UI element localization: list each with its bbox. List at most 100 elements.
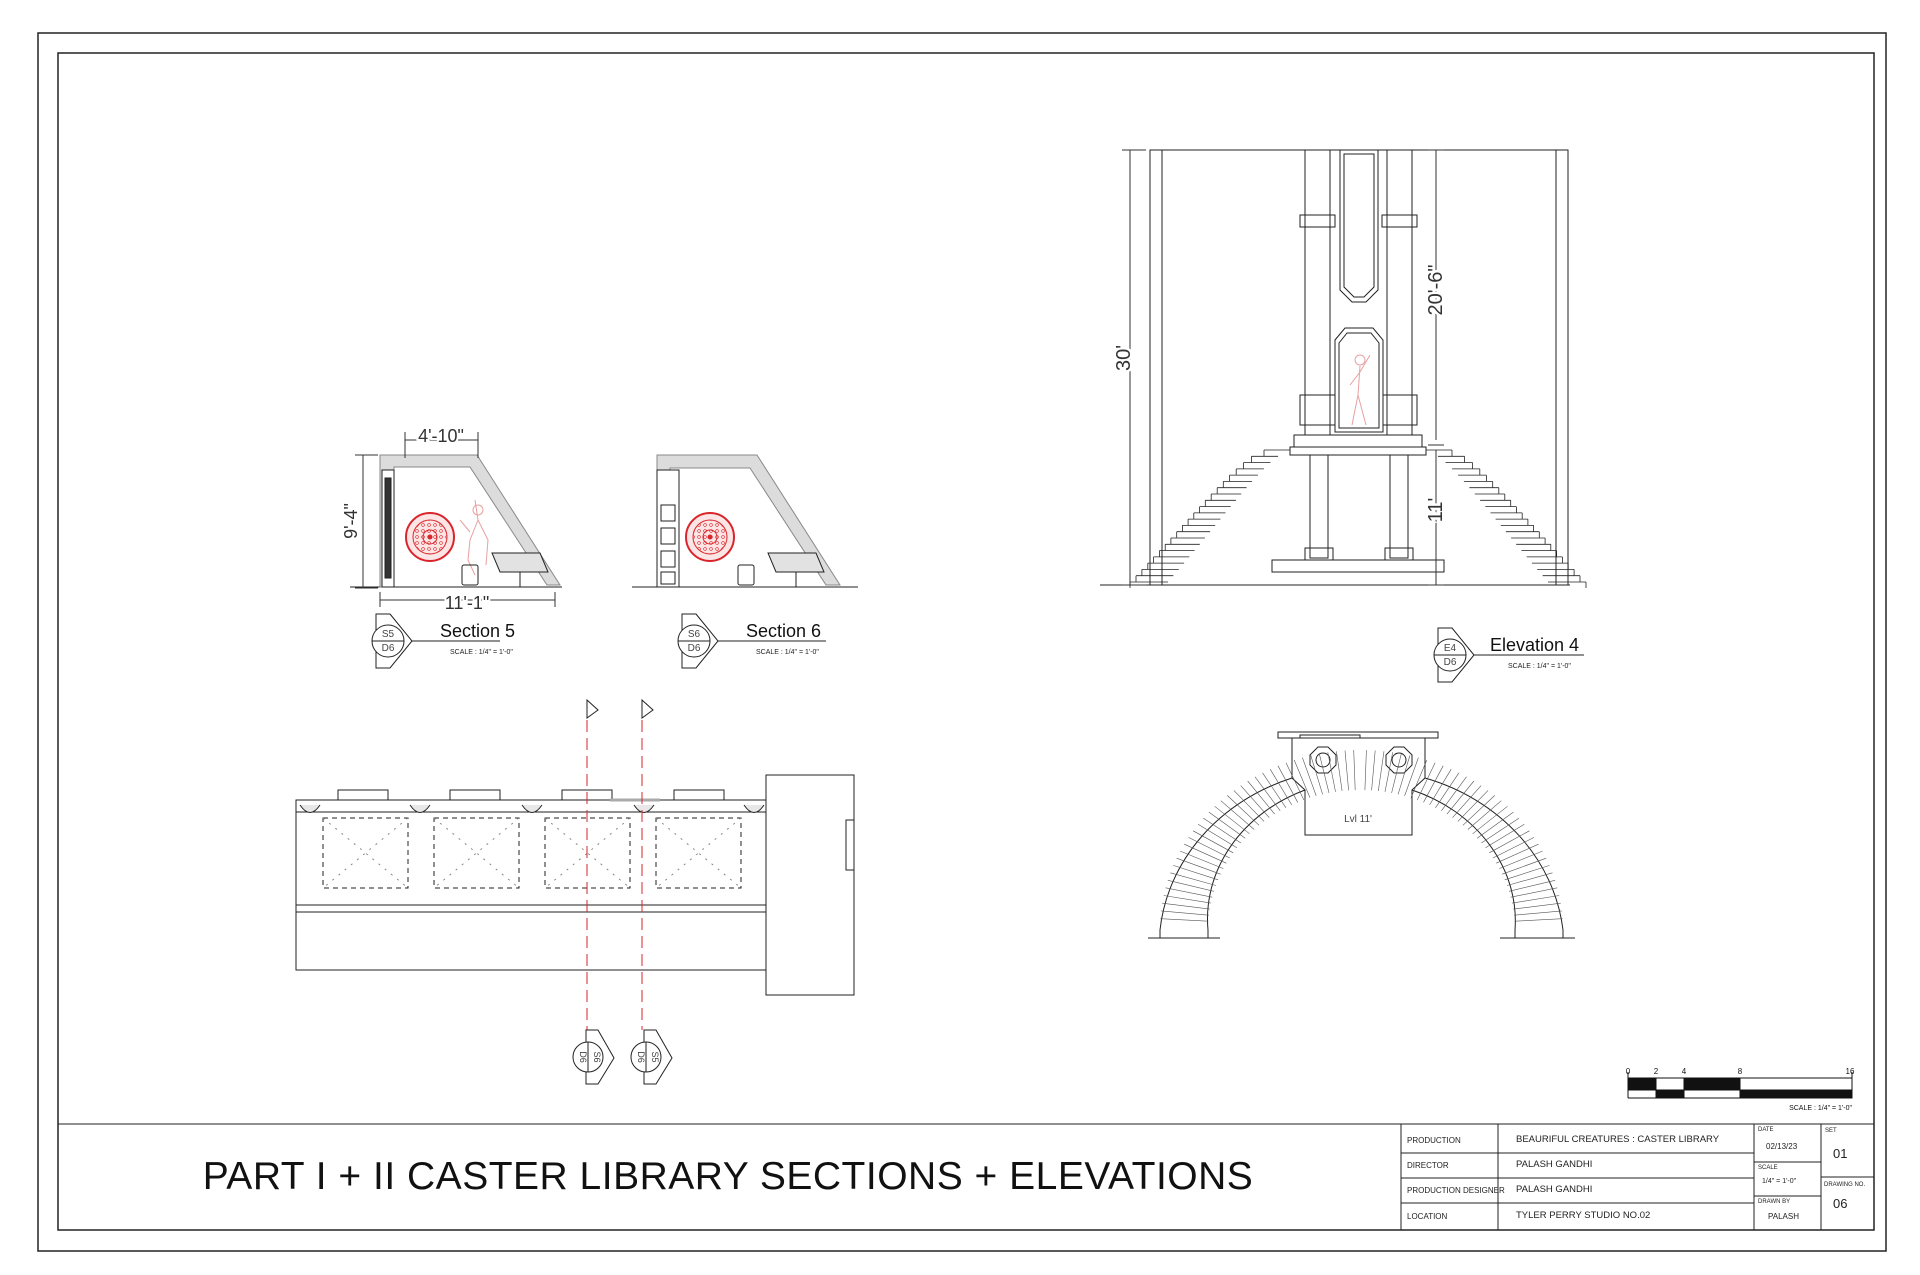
inner-border [57, 52, 1875, 1231]
plan-tread [1184, 843, 1227, 864]
elevation-4-dim-upper: 20'-6" [1425, 265, 1447, 316]
plan-tread [1364, 750, 1367, 791]
plan-tread [1404, 757, 1419, 797]
scale-tick-16: 16 [1846, 1067, 1855, 1076]
plan-tread [1310, 755, 1323, 795]
section-6-drawing [632, 454, 858, 588]
plan-tread [1384, 752, 1393, 792]
plan-tread [1378, 751, 1385, 792]
plan-tread [1247, 780, 1275, 815]
plan-tread [1344, 750, 1349, 791]
elevation-4-dim-lower: 11' [1425, 498, 1447, 523]
plan-tread [1167, 880, 1214, 892]
elevation-4-title: Elevation 4 [1490, 635, 1579, 655]
plan-tread [1277, 765, 1298, 803]
plan-tread [1467, 800, 1502, 830]
elevation-4-tag [1433, 627, 1584, 683]
elevation-left-stair [1129, 449, 1290, 588]
plan-tread [1220, 800, 1255, 830]
plan-tread [1489, 830, 1530, 854]
section-5-dim-left: 9'-4" [341, 503, 361, 539]
plan-tread [1336, 751, 1343, 792]
scale-tick-4: 4 [1682, 1067, 1687, 1076]
location-value: TYLER PERRY STUDIO NO.02 [1516, 1210, 1651, 1221]
plan-marker-a-top: S6 [592, 1051, 602, 1062]
plan-tread [1481, 817, 1520, 844]
plan-tread [1160, 918, 1209, 922]
section-5-tag-top: S5 [382, 629, 395, 640]
plan-tread [1226, 795, 1260, 826]
elevation-4-scale: SCALE : 1/4" = 1'-0" [1508, 663, 1571, 670]
director-label: DIRECTOR [1407, 1161, 1449, 1170]
plan-tread [1508, 880, 1556, 892]
plan-tread [1496, 843, 1539, 864]
floor-plan-drawing [295, 774, 855, 996]
plan-tread [1457, 790, 1489, 822]
elevation-4-dim-height: 30' [1113, 345, 1135, 371]
plan-tread [1197, 824, 1238, 849]
plan-tread [1441, 776, 1467, 811]
plan-tread [1391, 753, 1402, 793]
section-6-tag-top: S6 [688, 629, 701, 640]
scale-tick-0: 0 [1626, 1067, 1631, 1076]
drawing-no-label: DRAWING NO. [1824, 1182, 1866, 1188]
scale-bar-caption: SCALE : 1/4" = 1'-0" [1789, 1105, 1852, 1112]
plan-tread [1499, 850, 1543, 869]
set-label: SET [1825, 1128, 1837, 1134]
production-value: BEAURIFUL CREATURES : CASTER LIBRARY [1516, 1134, 1720, 1145]
plan-marker-a-bottom: D6 [578, 1051, 588, 1063]
section-5-dim-top: 4'-10" [418, 426, 464, 446]
section-markers-bottom [572, 1029, 673, 1085]
elevation-4-tag-top: E4 [1444, 643, 1457, 654]
drawn-by-label: DRAWN BY [1758, 1199, 1791, 1205]
plan-tread [1233, 790, 1265, 822]
plan-tread [1165, 887, 1213, 898]
section-5-tag-bottom: D6 [382, 643, 395, 654]
section-6-title: Section 6 [746, 621, 821, 641]
section-cut-lines [586, 720, 643, 1030]
section-5-dim-bottom: 11'-1" [445, 593, 490, 613]
plan-tread [1446, 780, 1475, 815]
plan-tread [1435, 772, 1460, 808]
stair-plan-drawing [1148, 731, 1575, 939]
drawn-by-value: PALASH [1768, 1212, 1799, 1221]
plan-tread [1410, 759, 1428, 798]
plan-tread [1506, 872, 1553, 886]
scale-tick-2: 2 [1654, 1067, 1659, 1076]
plan-tread [1510, 887, 1558, 898]
date-label: DATE [1758, 1127, 1774, 1133]
production-designer-label: PRODUCTION DESIGNER [1407, 1186, 1505, 1195]
plan-tread [1327, 752, 1336, 792]
production-designer-value: PALASH GANDHI [1516, 1184, 1593, 1195]
plan-tread [1214, 806, 1250, 835]
graphic-scale-bar [1627, 1072, 1853, 1099]
plan-tread [1293, 759, 1311, 798]
plan-tread [1302, 757, 1317, 797]
plan-tread [1208, 811, 1246, 839]
plan-tread [1485, 824, 1525, 849]
plan-tread [1173, 865, 1219, 881]
plan-tread [1161, 910, 1209, 916]
scale-value: 1/4" = 1'-0" [1762, 1178, 1797, 1185]
stair-plan-treads [1160, 750, 1563, 922]
section-5-scale: SCALE : 1/4" = 1'-0" [450, 649, 513, 656]
location-label: LOCATION [1407, 1212, 1448, 1221]
title-block: PART I + II CASTER LIBRARY SECTIONS + EL… [58, 1124, 1874, 1230]
plan-tread [1163, 895, 1211, 904]
plan-tread [1319, 753, 1330, 793]
section-cut-flags [586, 698, 654, 719]
plan-marker-b-bottom: D6 [636, 1051, 646, 1063]
plan-tread [1512, 895, 1560, 904]
plan-tread [1462, 795, 1496, 826]
director-value: PALASH GANDHI [1516, 1159, 1593, 1170]
plan-tread [1452, 785, 1482, 818]
plan-tread [1397, 755, 1411, 795]
plan-tread [1240, 785, 1270, 818]
section-6-tag [677, 613, 826, 669]
date-value: 02/13/23 [1766, 1142, 1798, 1151]
plan-tread [1262, 772, 1287, 808]
plan-tread [1203, 817, 1242, 844]
plan-tread [1285, 762, 1305, 801]
plan-tread [1501, 857, 1547, 875]
